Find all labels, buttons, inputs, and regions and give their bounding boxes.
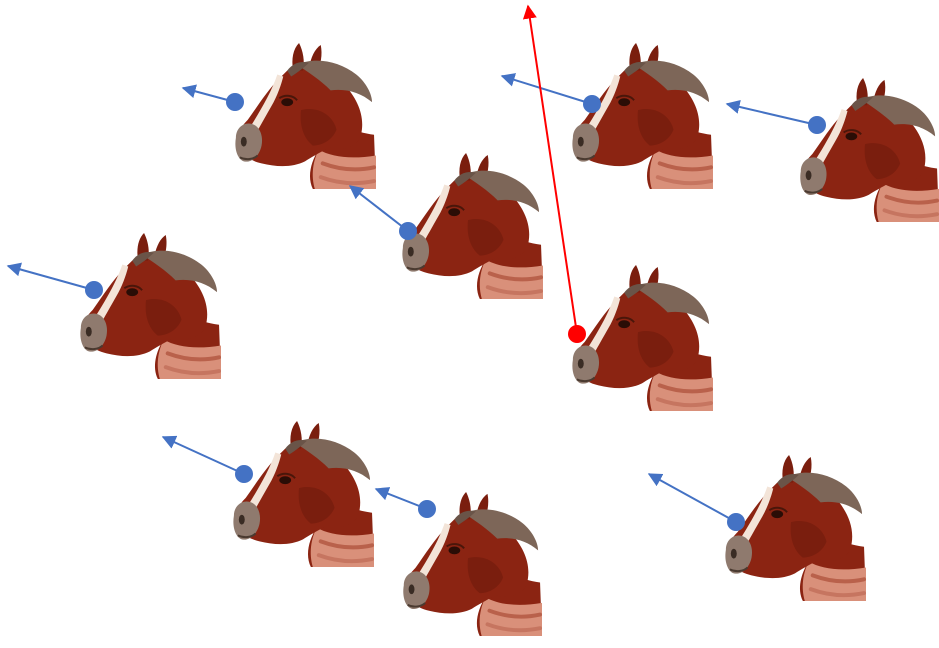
horse-head-icon [80, 233, 221, 379]
horse-head-icon [725, 455, 866, 601]
horse-group-5 [8, 233, 221, 379]
horse-group-8 [376, 489, 542, 636]
position-marker [418, 500, 436, 518]
position-marker [583, 95, 601, 113]
horse-head-icon [233, 421, 374, 567]
heading-arrow [350, 186, 408, 231]
horse-group-1 [183, 43, 376, 189]
position-marker [399, 222, 417, 240]
horse-group-7 [163, 421, 374, 567]
horse-group-6 [528, 6, 713, 411]
horse-head-icon [800, 78, 939, 222]
position-marker [808, 116, 826, 134]
position-marker [727, 513, 745, 531]
horse-head-icon [572, 43, 713, 189]
horse-group-2 [502, 43, 713, 189]
horse-group-3 [727, 78, 939, 222]
position-marker [85, 281, 103, 299]
horse-group-9 [649, 455, 866, 601]
horse-head-icon [402, 153, 543, 299]
heading-arrow [8, 266, 94, 290]
position-marker [226, 93, 244, 111]
horse-head-icon [235, 43, 376, 189]
heading-arrow [727, 104, 817, 125]
position-marker-red [568, 325, 586, 343]
position-marker [235, 465, 253, 483]
heading-arrow [649, 474, 736, 522]
horse-group-4 [350, 153, 543, 299]
heading-arrow [163, 437, 244, 474]
heading-arrow [502, 76, 592, 104]
horse-head-icon [572, 265, 713, 411]
